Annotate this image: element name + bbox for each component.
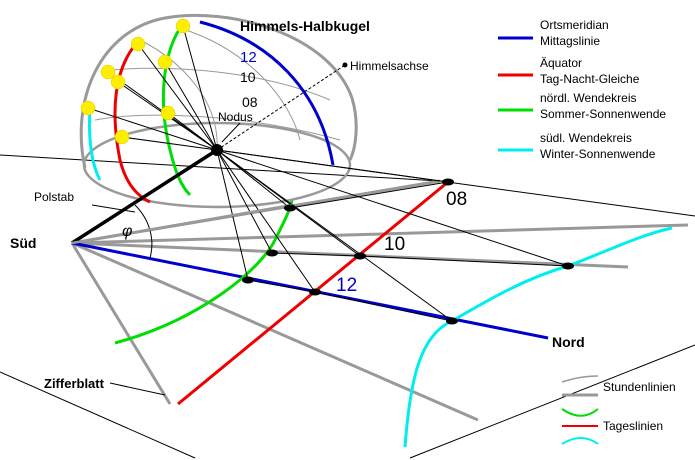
shadow-point (284, 204, 296, 212)
legend-meridian-2: Mittagslinie (540, 34, 600, 48)
label-polstab: Polstab (34, 190, 74, 204)
plane-edge-back-right (439, 180, 695, 217)
legend-equator-2: Tag-Nacht-Gleiche (540, 72, 640, 86)
grid-arc-1 (139, 39, 218, 151)
hourline-10 (71, 241, 629, 269)
sun-dot (160, 105, 176, 121)
legend-summer-2: Sommer-Sonnenwende (540, 107, 666, 121)
zifferblatt-pointer (109, 382, 166, 396)
ray (216, 149, 361, 257)
label-sued: Süd (10, 235, 36, 251)
ray (216, 149, 441, 182)
sun-dot (114, 129, 130, 145)
plane-edge-back (0, 154, 441, 182)
ray (182, 25, 218, 151)
ray (247, 279, 316, 293)
plane-edge-front (0, 371, 196, 459)
hourline-13 (71, 241, 479, 422)
polstab-gnomon (71, 148, 218, 245)
sphere-hour-10: 10 (240, 69, 256, 85)
ray (271, 252, 361, 257)
celestial-axis (216, 64, 346, 151)
plane-hour-12: 12 (336, 275, 357, 296)
ray (216, 149, 291, 209)
legend: Ortsmeridian Mittagslinie Äquator Tag-Na… (498, 18, 676, 445)
shadow-point (446, 317, 458, 325)
legend-summer-1: nördl. Wendekreis (540, 91, 637, 105)
summer-solstice-curve-plane (114, 199, 294, 345)
legend-winter-2: Winter-Sonnenwende (540, 147, 656, 161)
winter-tropic-sphere (88, 109, 102, 181)
label-nord: Nord (552, 334, 585, 350)
sun-dot (157, 54, 173, 70)
ray (164, 61, 218, 151)
axis-end-dot (342, 62, 348, 68)
ray (216, 149, 316, 293)
shadow-point (354, 252, 366, 260)
summer-tropic-sphere (161, 27, 192, 197)
ray (167, 112, 218, 151)
hourline-equator-reference (71, 203, 293, 245)
sun-dot (110, 74, 126, 90)
legend-winter-1: südl. Wendekreis (540, 131, 632, 145)
sun-dot (130, 36, 146, 52)
grid-arc-3 (94, 114, 341, 141)
grid-arc-2 (179, 27, 301, 141)
hourline-08 (71, 223, 689, 245)
sun-dot (80, 100, 96, 116)
legend-equator-1: Äquator (540, 56, 582, 70)
label-zifferblatt: Zifferblatt (44, 376, 105, 391)
legend-swatch-hourline-thin (561, 375, 599, 383)
label-phi: φ (122, 223, 132, 240)
plane-hour-08: 08 (446, 189, 467, 210)
hemisphere-base (82, 121, 352, 209)
hemisphere-outline (79, 13, 358, 169)
shadow-point (562, 262, 574, 270)
nodus-pointer (221, 122, 241, 143)
label-hemisphere: Himmels-Halbkugel (240, 18, 370, 34)
polstab-pointer (91, 204, 136, 213)
dial-plane (0, 154, 695, 459)
shadow-point (309, 288, 321, 296)
equator-sphere (113, 44, 151, 204)
hourline-14 (70, 242, 172, 405)
shadow-points (242, 178, 574, 325)
shadow-point (242, 276, 254, 284)
ray (289, 181, 449, 209)
legend-daylines: Tageslinien (603, 419, 663, 433)
label-axis: Himmelsachse (350, 59, 429, 73)
ray (359, 255, 569, 267)
celestial-hemisphere (79, 13, 358, 209)
shadow-point (266, 249, 278, 257)
legend-swatch-winter-curve (561, 437, 599, 445)
label-nodus: Nodus (218, 110, 253, 124)
ray (216, 149, 569, 267)
legend-hourlines: Stundenlinien (603, 380, 676, 394)
ray (216, 149, 273, 254)
winter-solstice-curve-plane (403, 226, 673, 448)
legend-meridian-1: Ortsmeridian (540, 18, 609, 32)
ray (87, 107, 218, 151)
sun-dot (175, 18, 191, 34)
sun-rays (87, 25, 569, 322)
ray (314, 291, 453, 322)
ray (121, 136, 218, 151)
ray (137, 43, 218, 151)
sphere-hour-12: 12 (240, 49, 257, 66)
meridian-sphere (199, 20, 335, 166)
plane-hour-10: 10 (384, 234, 405, 255)
plane-edge-right (409, 344, 695, 459)
nodus-point (211, 144, 223, 156)
sphere-hour-08: 08 (242, 94, 258, 110)
sun-positions (80, 18, 191, 145)
sun-dot (100, 64, 116, 80)
shadow-point (442, 178, 454, 186)
legend-swatch-summer-curve (561, 408, 599, 417)
